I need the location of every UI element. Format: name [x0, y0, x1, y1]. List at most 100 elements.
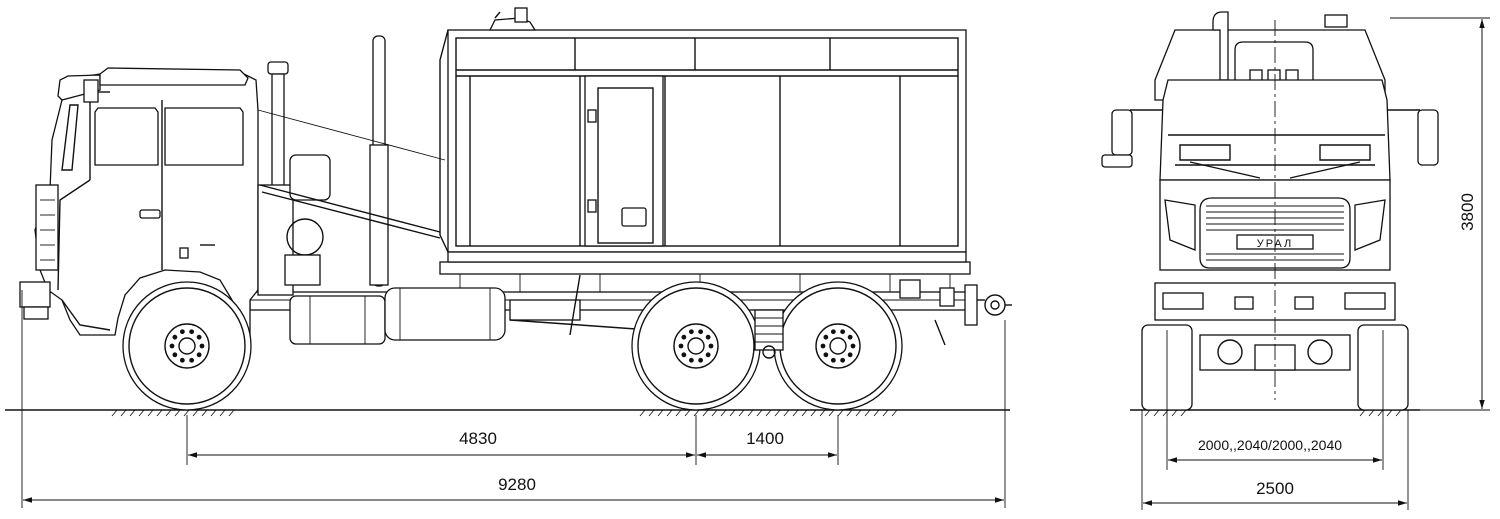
wheel-nut	[681, 352, 687, 358]
wheel-nut	[196, 352, 202, 358]
bumper-light-left	[1162, 292, 1204, 310]
hatch-mark	[729, 409, 736, 417]
wheel-nut	[678, 343, 684, 349]
wheel-nut	[847, 334, 853, 340]
wheel-nut	[830, 329, 836, 335]
right-mirror	[1387, 109, 1439, 166]
hatch-mark	[720, 409, 727, 417]
hatch-mark	[846, 409, 853, 417]
left-mirror	[1101, 109, 1163, 168]
hatch-mark	[111, 409, 118, 417]
track-width-label: 2000,,2040/2000,,2040	[1198, 437, 1342, 453]
wheel-nut	[179, 357, 185, 363]
wheelbase-rear-label: 1400	[746, 429, 784, 448]
hatch-mark	[648, 409, 655, 417]
wheel-nut	[840, 357, 846, 363]
hatch-mark	[801, 409, 808, 417]
hatch-mark	[765, 409, 772, 417]
front-view: УРАЛ 2000,,2040/2000,,204	[1101, 11, 1490, 510]
bumper-light-right	[1344, 292, 1386, 310]
wheel-nut	[688, 357, 694, 363]
wheel-nut	[199, 343, 205, 349]
hatch-mark	[756, 409, 763, 417]
wheel-nut	[169, 343, 175, 349]
hatch-mark	[810, 409, 817, 417]
wheel-nut	[847, 352, 853, 358]
hatch-mark	[819, 409, 826, 417]
front-dimensions: 2000,,2040/2000,,2040 2500 3800	[1141, 17, 1490, 510]
hatch-mark	[891, 409, 898, 417]
wheel-nut	[172, 352, 178, 358]
wheel-nut	[823, 352, 829, 358]
underbody-tanks	[289, 274, 921, 345]
hatch-mark	[138, 409, 145, 417]
roof-hatch-front	[1324, 14, 1348, 28]
tow-eye-left	[1234, 296, 1254, 310]
hatch-mark	[192, 409, 199, 417]
hatch-mark	[1180, 409, 1187, 417]
hatch-mark	[1359, 409, 1366, 417]
hatch-mark	[120, 409, 127, 417]
side-dimensions: 4830 1400 9280	[21, 290, 1006, 508]
wheel-nut	[189, 329, 195, 335]
wheel-nut	[850, 343, 856, 349]
overall-width-label: 2500	[1256, 479, 1294, 498]
hatch-mark	[666, 409, 673, 417]
hatch-mark	[1368, 409, 1375, 417]
cab	[19, 67, 259, 354]
hatch-mark	[747, 409, 754, 417]
hatch-mark	[783, 409, 790, 417]
hatch-mark	[675, 409, 682, 417]
hatch-mark	[1395, 409, 1402, 417]
wheel-nut	[840, 329, 846, 335]
wheel-nut	[196, 334, 202, 340]
hatch-mark	[147, 409, 154, 417]
hatch-mark	[174, 409, 181, 417]
hatch-mark	[882, 409, 889, 417]
wheel-nut	[681, 334, 687, 340]
right-headlight	[1354, 199, 1386, 251]
hatch-mark	[201, 409, 208, 417]
hatch-mark	[738, 409, 745, 417]
hatch-mark	[873, 409, 880, 417]
wheel-nut	[705, 334, 711, 340]
wheel-nut	[688, 329, 694, 335]
tow-hitch	[934, 284, 1012, 346]
front-ground-hatch	[1144, 409, 1402, 417]
left-headlight	[1164, 199, 1196, 251]
side-ground-hatch	[111, 409, 898, 417]
hatch-mark	[693, 409, 700, 417]
wheel-nut	[698, 329, 704, 335]
rear-wheel-2	[773, 281, 903, 411]
hatch-mark	[837, 409, 844, 417]
grille-badge: УРАЛ	[1257, 238, 1293, 250]
wheel-nut	[179, 329, 185, 335]
hatch-mark	[165, 409, 172, 417]
hatch-mark	[774, 409, 781, 417]
wheel-nut	[698, 357, 704, 363]
wheel-nut	[708, 343, 714, 349]
tow-eye-right	[1294, 296, 1314, 310]
hatch-mark	[129, 409, 136, 417]
hatch-mark	[156, 409, 163, 417]
overall-height-label: 3800	[1458, 193, 1477, 231]
rear-wheel-1	[631, 281, 761, 411]
wheel-nut	[705, 352, 711, 358]
engine-bay	[257, 109, 446, 296]
hatch-mark	[219, 409, 226, 417]
hatch-mark	[183, 409, 190, 417]
wheel-nut	[820, 343, 826, 349]
front-wheel	[122, 281, 252, 411]
wheelbase-front-label: 4830	[459, 429, 497, 448]
hatch-mark	[639, 409, 646, 417]
rear-suspension	[754, 309, 784, 359]
hatch-mark	[210, 409, 217, 417]
hatch-mark	[1153, 409, 1160, 417]
overall-length-label: 9280	[498, 475, 536, 494]
hatch-mark	[711, 409, 718, 417]
grille	[1199, 197, 1351, 269]
hatch-mark	[228, 409, 235, 417]
wheel-nut	[172, 334, 178, 340]
wheel-nut	[830, 357, 836, 363]
